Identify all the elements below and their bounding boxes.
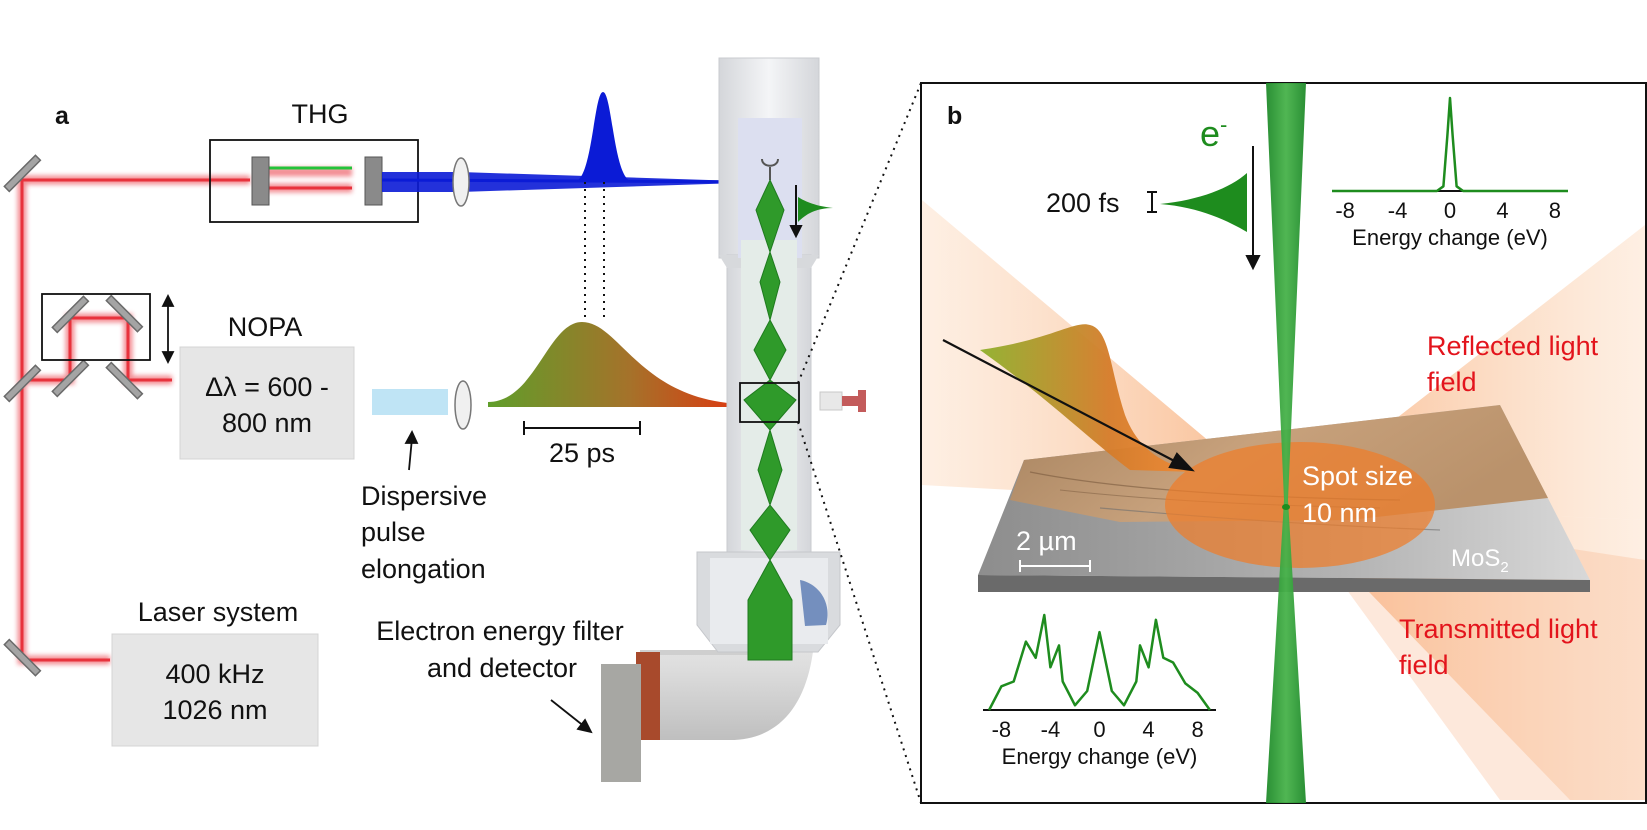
spectrum-tick-label: 4 [1142,717,1154,742]
dispersive-element [372,389,448,415]
laser-system-box [111,633,319,747]
thg-label: THG [292,99,349,129]
transmitted-label-line2: field [1399,650,1449,680]
spectrum-tick-label: 0 [1444,198,1456,223]
electron-pulse-b [1160,173,1247,232]
spectrum-x-axis-label: Energy change (eV) [1002,744,1198,769]
material-subscript: 2 [1500,559,1508,576]
spectrum-tick-label: 8 [1191,717,1203,742]
filter-label-line1: Electron energy filter [376,616,624,646]
lens-1 [452,157,470,207]
spectrum-tick-label: -8 [1335,198,1355,223]
mirrors [3,154,144,677]
electron-direction-arrow-b-icon [1245,146,1261,271]
electron-direction-arrow-icon [789,185,803,239]
spot-size-line2: 10 nm [1302,498,1377,528]
spectrum-series-line [987,613,1211,711]
filter-label-line2: and detector [427,653,577,683]
dispersive-label-line2: pulse [361,517,426,547]
dispersive-label-line1: Dispersive [361,481,487,511]
spectrum-tick-label: -4 [1041,717,1061,742]
transmitted-label-line1: Transmitted light [1399,614,1598,644]
nopa-bandwidth-line1: Δλ = 600 - [205,372,329,402]
pulse-scalebar [523,421,641,435]
spectrum-series-line [1332,96,1568,193]
spot-size-line1: Spot size [1302,461,1413,491]
panel-b-label: b [947,102,962,130]
material-name: MoS [1451,545,1500,572]
sample-region-box [739,382,800,423]
electron-beam-b [1266,83,1306,803]
spectrum-tick-label: -8 [992,717,1012,742]
dispersive-label-line3: elongation [361,554,486,584]
thg-crystal-2 [364,156,383,206]
nopa-bandwidth-line2: 800 nm [222,408,312,438]
nopa-label: NOPA [228,312,303,342]
uv-pulse [575,92,632,181]
spectrum-x-axis-label: Energy change (eV) [1352,225,1548,250]
laser-system-label: Laser system [138,597,299,627]
incident-arrow-icon [942,339,1195,472]
delay-stage-arrow-icon [161,293,175,365]
delay-stage-box [41,293,151,361]
pulse-duration-label: 200 fs [1046,188,1120,218]
laser-spot [1165,442,1435,568]
pulse-dotted-guides [584,182,605,322]
sample-scalebar-label: 2 µm [1016,526,1077,556]
nopa-box [179,346,355,460]
electron-symbol: e [1200,113,1220,154]
reflected-label-line1: Reflected light [1427,331,1599,361]
spectrum-tick-label: -4 [1388,198,1408,223]
pulse-scalebar-label: 25 ps [549,438,615,468]
spectrum-tick-label: 0 [1093,717,1105,742]
thg-crystal-1 [251,156,270,206]
lens-2 [454,380,472,430]
panel-a-label: a [55,102,70,130]
electron-beam-column [743,178,797,661]
electron-label: e- [1200,112,1227,154]
zoom-dotted-lines [797,82,922,804]
laser-rep-rate: 400 kHz [165,659,264,689]
spectrum-tick-label: 4 [1496,198,1508,223]
electron-superscript: - [1220,112,1227,137]
panel-a: a [3,57,922,804]
optical-pulse-b [980,324,1195,472]
dispersive-arrow-icon [404,429,419,471]
stretched-pulse [488,322,745,407]
spectrum-tick-label: 8 [1549,198,1561,223]
laser-wavelength: 1026 nm [162,695,267,725]
electron-focus-dot [1282,504,1290,510]
electron-pulse-small [798,197,833,222]
material-label: MoS2 [1451,545,1509,576]
reflected-label-line2: field [1427,367,1477,397]
filter-arrow-icon [550,699,593,734]
sample-scalebar [1019,560,1091,572]
duration-scale-icon [1147,191,1157,213]
